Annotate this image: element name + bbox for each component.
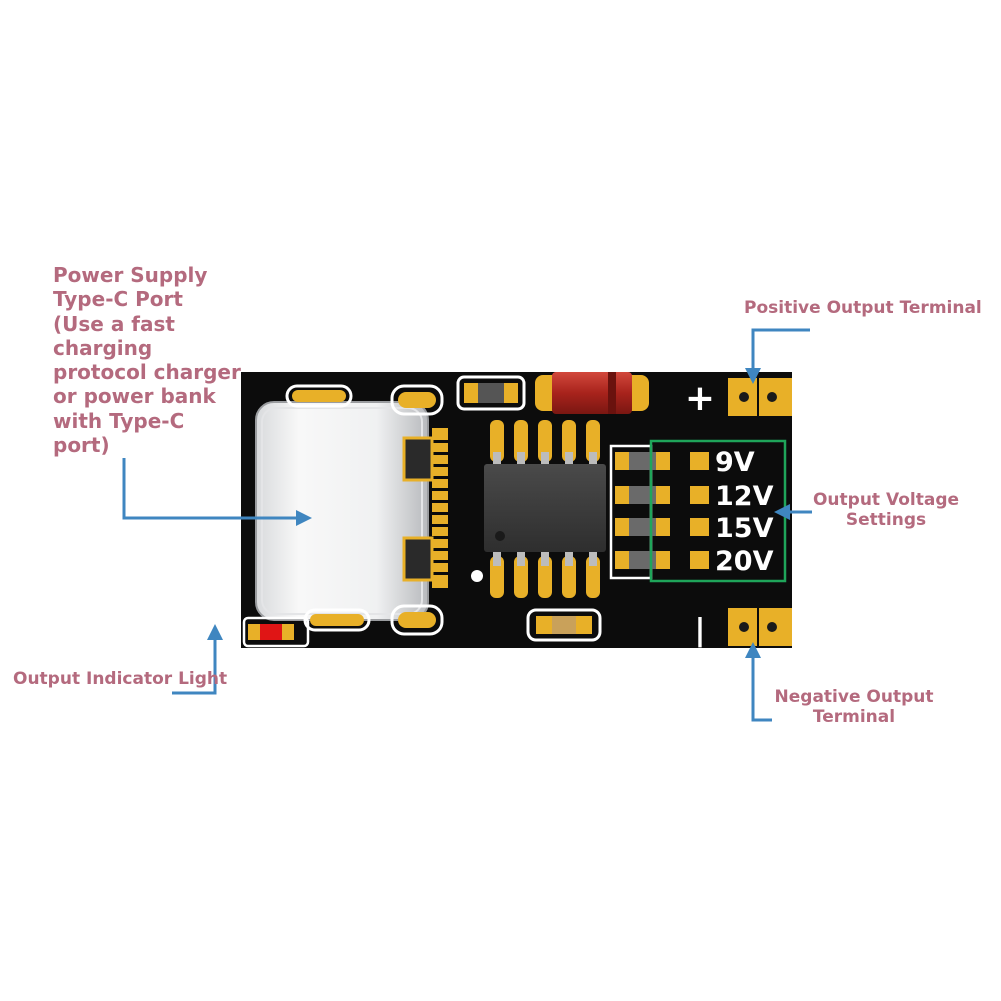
arrow-positive-output (751, 328, 810, 372)
plus-sign: + (685, 378, 715, 419)
negative-terminal-pads (728, 608, 792, 646)
power-supply-line: protocol charger (53, 360, 241, 385)
arrow-negative-output (751, 656, 772, 722)
arrow-negative-output-head (745, 642, 761, 658)
negative-output-line: Terminal (812, 707, 896, 727)
power-supply-line: charging (53, 335, 153, 360)
arrow-output-voltage-head (774, 504, 790, 520)
arrow-indicator-light (172, 636, 217, 695)
diode (535, 372, 649, 414)
smd-component-bottom (526, 608, 602, 642)
output-voltage-line: Output Voltage (812, 490, 960, 510)
voltage-select-resistors (609, 444, 670, 580)
voltage-pads (690, 452, 709, 569)
power-supply-label: Power Supply Type-C Port (Use a fast cha… (53, 263, 241, 457)
power-supply-line: or power bank (53, 384, 216, 409)
negative-output-line: Negative Output (774, 687, 934, 707)
output-voltage-label: Output Voltage Settings (812, 490, 960, 530)
positive-output-label: Positive Output Terminal (744, 298, 982, 318)
power-supply-line: port) (53, 433, 110, 458)
output-indicator-led (242, 616, 310, 648)
main-ic (471, 420, 606, 598)
minus-sign: | (695, 613, 706, 648)
arrow-power-supply (122, 458, 302, 520)
power-supply-line: Type-C Port (53, 287, 183, 312)
power-supply-line: Power Supply (53, 263, 208, 287)
output-voltage-line: Settings (845, 510, 927, 530)
arrow-power-supply-head (296, 510, 312, 526)
positive-terminal-pads (728, 378, 792, 416)
callout-arrows (122, 328, 812, 722)
power-supply-line: (Use a fast (53, 311, 175, 336)
arrow-positive-output-head (745, 368, 761, 384)
voltage-label-15v: 15V (715, 513, 774, 544)
smd-component-top (456, 375, 526, 411)
power-supply-line: with Type-C (53, 408, 185, 433)
type-c-connector (255, 384, 448, 636)
voltage-label-9v: 9V (715, 447, 755, 478)
arrow-indicator-light-head (207, 624, 223, 640)
indicator-light-label: Output Indicator Light (13, 669, 228, 689)
voltage-label-12v: 12V (715, 481, 774, 512)
negative-output-label: Negative Output Terminal (774, 687, 934, 727)
voltage-label-20v: 20V (715, 546, 774, 577)
